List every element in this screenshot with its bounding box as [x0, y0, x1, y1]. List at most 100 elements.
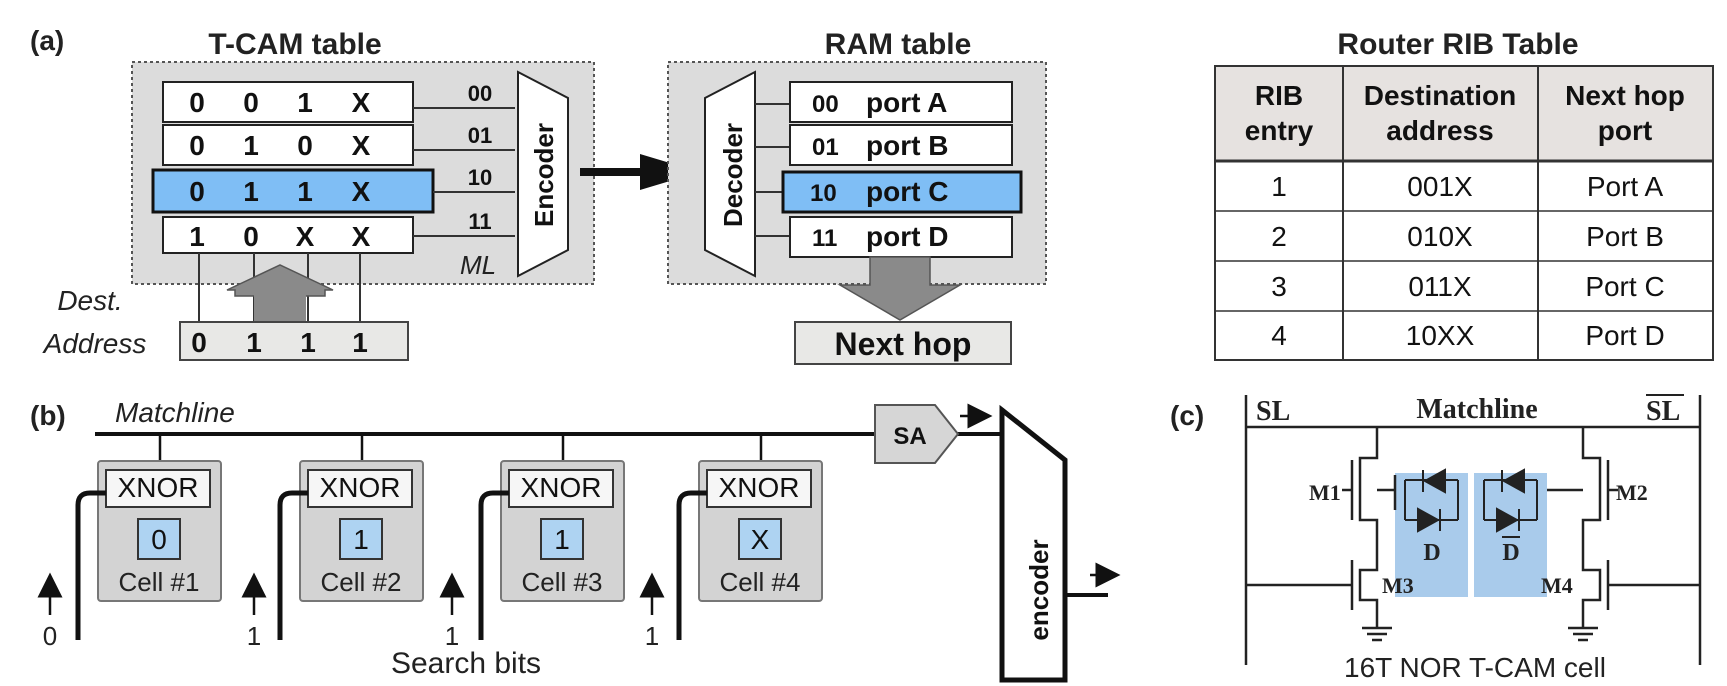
rib-cell: Port D [1585, 320, 1664, 351]
rib-title: Router RIB Table [1337, 28, 1578, 61]
tcam-bit: 1 [297, 87, 313, 118]
tcam-row [162, 124, 414, 166]
next-hop-box [794, 321, 1012, 365]
tcam-bit: 0 [243, 87, 259, 118]
panel-b-label: (b) [30, 400, 66, 431]
tcam-bit: 0 [297, 130, 313, 161]
tcam-bit: 0 [189, 87, 205, 118]
dest-bit: 0 [191, 327, 207, 358]
tcam-bit: X [352, 87, 371, 118]
cell-name: Cell #1 [119, 567, 200, 597]
dest-bit: 1 [300, 327, 316, 358]
cell-name: Cell #3 [522, 567, 603, 597]
tcam-row [162, 81, 414, 123]
rib-cell: 10XX [1406, 320, 1475, 351]
ram-row [789, 81, 1013, 123]
search-bit: 0 [43, 621, 57, 651]
rib-header: port [1598, 115, 1652, 146]
ram-port: port D [866, 221, 948, 252]
rib-header-bg [1215, 66, 1713, 161]
ram-row [789, 124, 1013, 166]
cell-value: 1 [353, 524, 369, 555]
dest-address-box [179, 321, 409, 361]
rib-cell: 2 [1271, 221, 1287, 252]
rib-cell: 1 [1271, 171, 1287, 202]
sense-amplifier [874, 404, 960, 464]
dest-bit: 1 [246, 327, 262, 358]
panel-a-label: (a) [30, 25, 64, 56]
match-code: 10 [468, 165, 492, 190]
sl-label: SL [1256, 396, 1290, 427]
m2-label: M2 [1616, 480, 1648, 505]
encoder-b-label: encoder [1024, 539, 1054, 640]
cell-value: X [751, 524, 770, 555]
d-block [1395, 473, 1468, 597]
decoder-label: Decoder [718, 123, 748, 227]
rib-cell: 011X [1408, 271, 1472, 302]
tcam-bit: 0 [243, 221, 259, 252]
tcam-bit: X [352, 176, 371, 207]
ram-port: port C [866, 176, 948, 207]
tcam-cell-4: XNOR X Cell #4 1 [639, 434, 823, 651]
m1-label: M1 [1309, 480, 1341, 505]
slbar-label: SL [1646, 396, 1680, 427]
ml-label: ML [460, 250, 496, 280]
encoder-label: Encoder [529, 123, 559, 227]
rib-frame [1214, 65, 1714, 361]
tcam-cell-3: XNOR 1 Cell #3 1 [439, 434, 625, 651]
match-code: 11 [468, 209, 491, 234]
tcam-row [162, 216, 414, 254]
rib-cell: Port C [1585, 271, 1664, 302]
tcam-cell-2: XNOR 1 Cell #2 1 [241, 434, 424, 651]
match-lines [413, 107, 515, 237]
xnor-label: XNOR [719, 472, 800, 503]
cell-value: 0 [151, 524, 167, 555]
d-label: D [1423, 540, 1440, 566]
search-bits-label: Search bits [391, 647, 541, 680]
ram-code: 10 [810, 180, 837, 207]
ram-title: RAM table [825, 28, 972, 61]
matchline-c-label: Matchline [1416, 394, 1537, 425]
panel-a: (a) T-CAM table 0 0 1 X 0 1 0 X 0 1 1 X [30, 25, 1714, 365]
cell-value: 1 [554, 524, 570, 555]
matchline-label: Matchline [115, 397, 235, 428]
ram-port: port B [866, 130, 948, 161]
panel-c-caption: 16T NOR T-CAM cell [1344, 652, 1606, 683]
xnor-label: XNOR [521, 472, 602, 503]
ram-connectors [755, 103, 790, 237]
match-code: 01 [468, 123, 492, 148]
tcam-bit: 1 [243, 130, 259, 161]
ram-code: 01 [812, 134, 839, 161]
rib-cell: 3 [1271, 271, 1287, 302]
rib-cell: Port B [1586, 221, 1664, 252]
ram-code: 11 [812, 225, 837, 252]
m4-label: M4 [1541, 573, 1573, 598]
encoder-block [517, 70, 569, 278]
m3-label: M3 [1382, 573, 1414, 598]
rib-header: address [1386, 115, 1493, 146]
dest-label-2: Address [42, 328, 147, 359]
dbar-block [1474, 473, 1547, 597]
encoder-b-block [999, 404, 1068, 683]
tcam-bit: X [352, 221, 371, 252]
search-up-arrow-shaft [254, 288, 306, 322]
tcam-bit: X [352, 130, 371, 161]
next-hop-label: Next hop [835, 326, 972, 362]
xnor-label: XNOR [320, 472, 401, 503]
panel-c-label: (c) [1170, 400, 1204, 431]
rib-cell: 001X [1407, 171, 1473, 202]
tcam-title: T-CAM table [208, 28, 381, 61]
ram-row-highlighted [781, 170, 1023, 214]
rib-cell: 4 [1271, 320, 1287, 351]
rib-table: Router RIB Table RIB entry Destination a… [1214, 28, 1714, 361]
tcam-bit: X [296, 221, 315, 252]
dest-bit: 1 [352, 327, 368, 358]
search-bit: 1 [247, 621, 261, 651]
tcam-bit: 0 [189, 130, 205, 161]
tcam-cell-1: XNOR 0 Cell #1 0 [37, 434, 222, 651]
panel-c: (c) SL SL Matchline [1170, 394, 1702, 683]
dest-label: Dest. [57, 285, 122, 316]
decoder-block [704, 70, 756, 278]
next-hop-arrow [837, 256, 963, 321]
